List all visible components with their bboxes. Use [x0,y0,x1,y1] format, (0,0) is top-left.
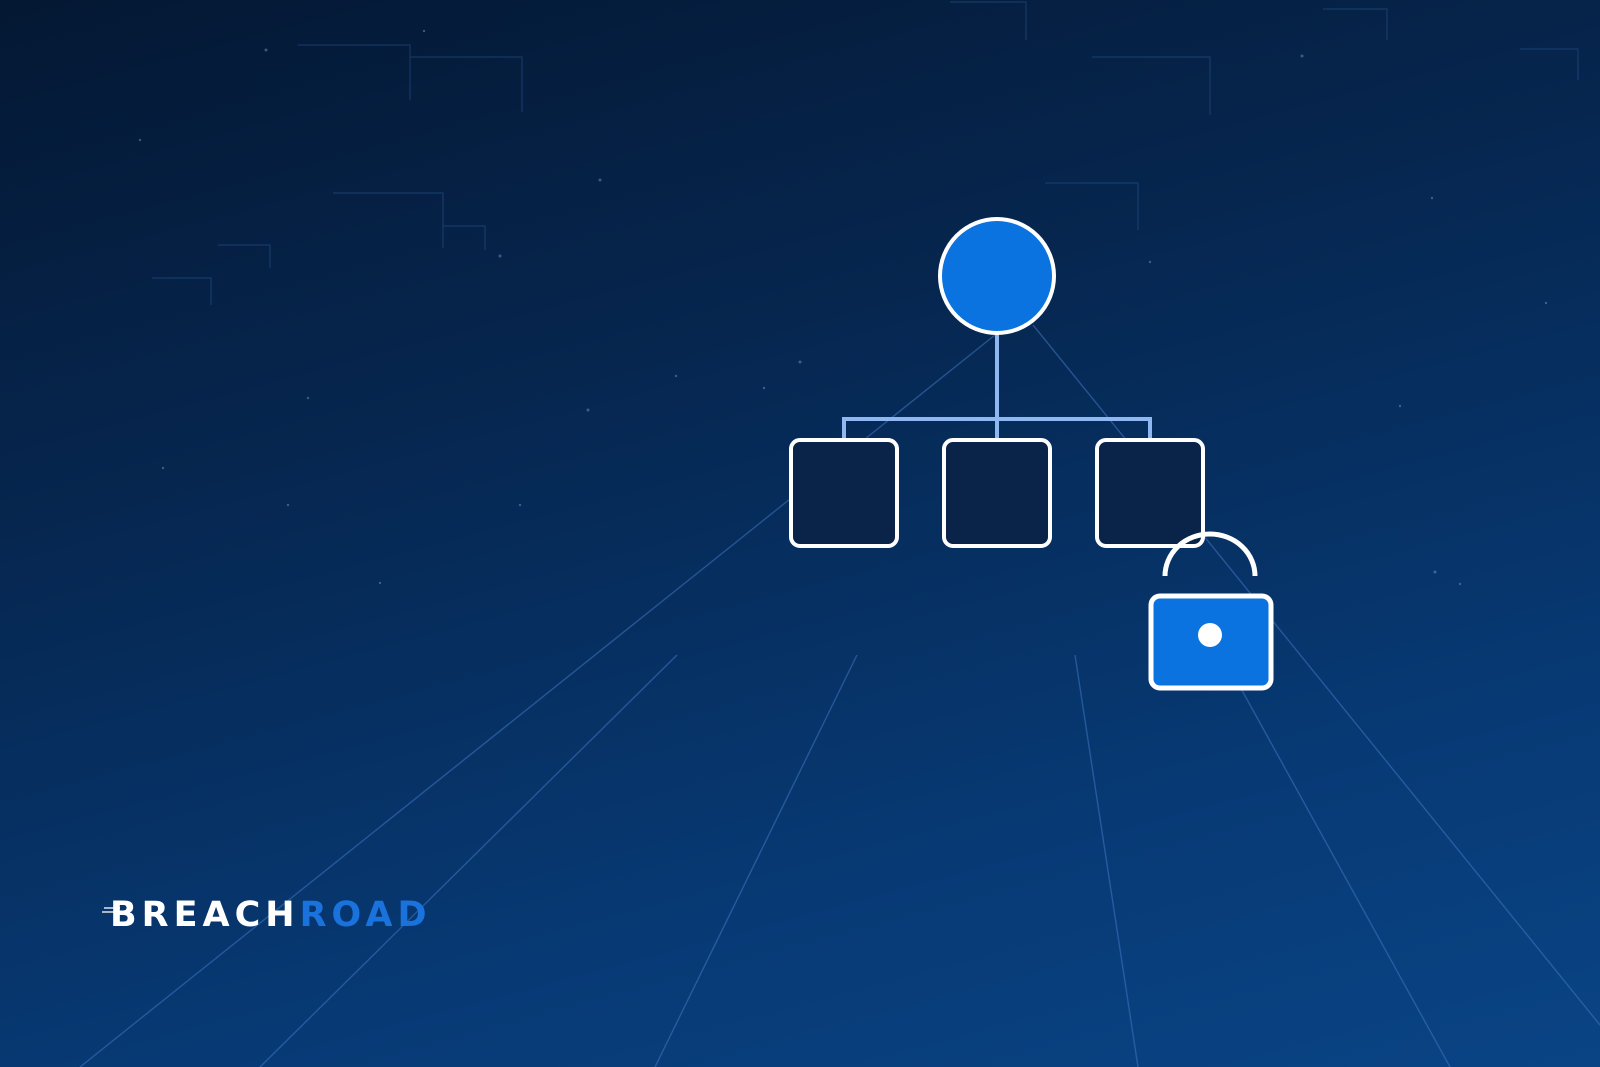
circuit-trace [298,44,411,100]
perspective-line [259,654,678,1067]
circuit-trace [152,277,212,305]
star-dot [161,466,165,470]
star-dot [798,360,802,364]
circuit-trace [410,56,523,112]
padlock-shackle [1162,531,1258,577]
perspective-line [654,654,858,1067]
star-dot [1458,582,1462,586]
star-dot [586,408,590,412]
brand-name-primary: BREACH [110,894,300,935]
perspective-line [1074,654,1139,1067]
star-dot [1398,404,1402,408]
star-dot [378,581,382,585]
padlock-keyhole [1198,623,1222,647]
star-dot [1300,54,1304,58]
speed-lines-icon [102,907,120,913]
child-node-icon [942,438,1052,548]
star-dot [264,48,268,52]
circuit-trace [1092,56,1211,115]
circuit-trace [1520,48,1579,80]
star-dot [518,503,522,507]
star-dot [306,396,310,400]
circuit-trace [333,192,444,248]
unlocked-padlock-icon [1148,531,1274,691]
star-dot [1433,570,1437,574]
star-dot [422,29,426,33]
star-dot [1544,301,1548,305]
star-dot [286,503,290,507]
star-dot [598,178,602,182]
circuit-trace [1323,8,1388,40]
circuit-trace [443,225,486,250]
brand-name-accent: ROAD [299,894,432,935]
star-dot [674,374,678,378]
star-dot [138,138,142,142]
circuit-trace [218,244,271,268]
circuit-trace [1045,182,1139,230]
child-node-icon [789,438,899,548]
star-dot [1148,260,1152,264]
perspective-line [1227,664,1451,1067]
star-dot [762,386,766,390]
star-dot [1430,196,1434,200]
child-node-icon [1095,438,1205,548]
star-dot [498,254,502,258]
root-node-icon [938,217,1056,335]
circuit-trace [950,1,1027,40]
